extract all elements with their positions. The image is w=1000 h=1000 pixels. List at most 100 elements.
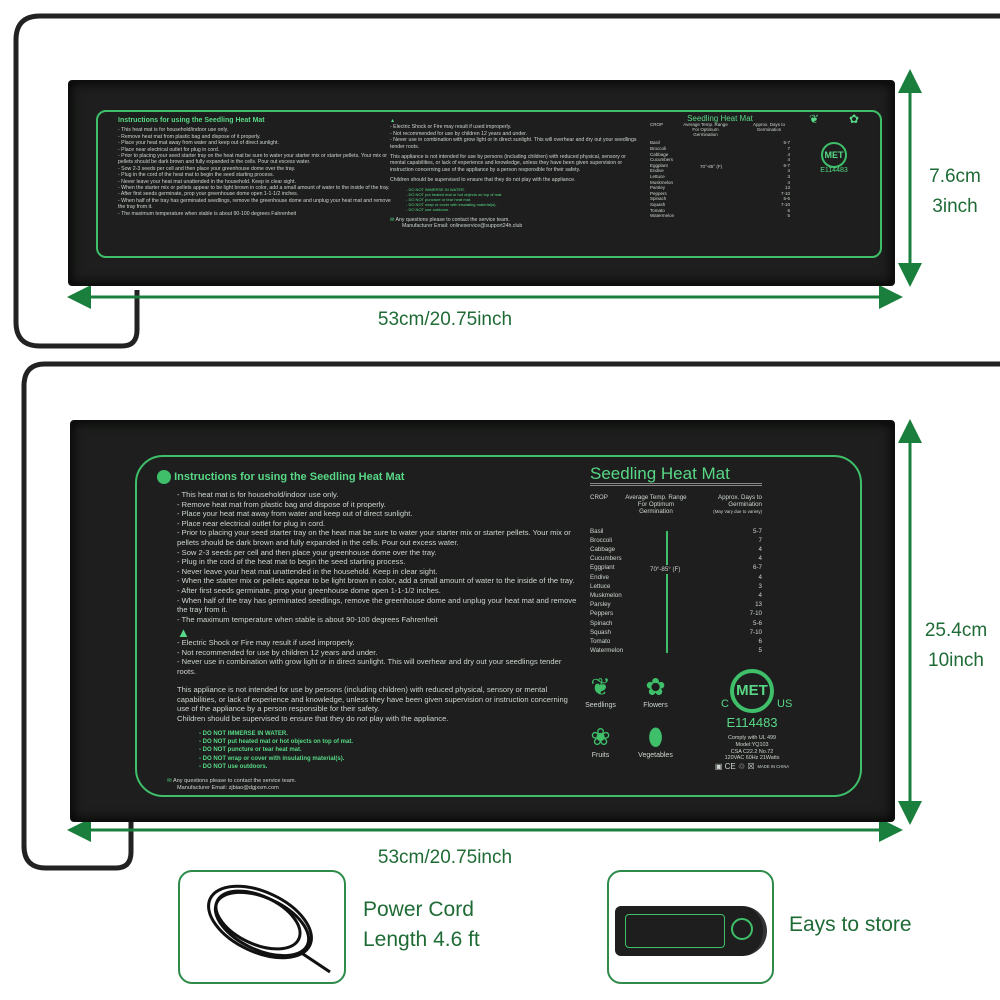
crop-name: Cabbage <box>590 546 616 553</box>
plant-icons: ❦✿ <box>794 113 874 126</box>
do-not-item: - DO NOT use outdoors. <box>199 764 268 771</box>
power-cord-label: Power Cord <box>363 898 474 921</box>
germination-table: Seedling Heat Mat CROP Average Temp. Ran… <box>590 465 762 655</box>
rolled-mat-image <box>607 870 774 984</box>
contact-text: Any questions please to contact the serv… <box>395 216 510 223</box>
crop-name: Endive <box>650 168 664 174</box>
crop-name: Muskmelon <box>590 592 622 600</box>
crop-days: 6-7 <box>783 162 790 168</box>
met-logo: MET <box>821 142 847 169</box>
crop-days: 4 <box>787 157 790 163</box>
instruction-item: - Never leave your heat mat unattended i… <box>177 566 438 576</box>
instruction-item: - Plug in the cord of the heat mat to be… <box>118 172 275 179</box>
children-notice: Children should be supervised to ensure … <box>390 177 576 184</box>
do-not-item: - DO NOT IMMERSE IN WATER. <box>406 186 466 192</box>
mail-icon: ✉ <box>390 216 395 223</box>
met-logo: MET <box>730 669 774 713</box>
large-heat-mat: Instructions for using the Seedling Heat… <box>70 420 895 822</box>
do-not-item: - DO NOT put heated mat or hot objects o… <box>406 191 503 197</box>
crop-name: Peppers <box>650 190 667 196</box>
crop-days: 5-6 <box>753 619 762 627</box>
temp-range: 70°-85° (F) <box>700 164 723 170</box>
crop-name: Cucumbers <box>590 555 622 563</box>
crop-days: 3 <box>758 582 762 590</box>
instructions-title: Instructions for using the Seedling Heat… <box>118 117 265 124</box>
temp-range-arrow <box>666 530 668 653</box>
small-mat-width-label: 53cm/20.75inch <box>377 309 513 330</box>
large-mat-panel: Instructions for using the Seedling Heat… <box>135 455 862 797</box>
vegetable-icon: ⬮ <box>647 723 664 751</box>
small-mat-panel: Instructions for using the Seedling Heat… <box>96 110 882 258</box>
instruction-item: - Remove heat mat from plastic bag and d… <box>177 499 386 509</box>
crop-days: 4 <box>758 546 762 553</box>
crop-name: Basil <box>590 527 604 535</box>
plant-icon-label: Fruits <box>591 751 610 759</box>
crop-name: Muskmelon <box>650 179 674 185</box>
header-temp: Average Temp. Range For Optimum Germinat… <box>683 122 728 138</box>
crop-row: Eggplant 6-7 <box>650 163 790 169</box>
certification-marks-icon: ▣ CE ♲ ☒ <box>714 762 755 772</box>
crop-days: 5 <box>758 647 762 655</box>
small-heat-mat: Instructions for using the Seedling Heat… <box>68 80 895 286</box>
crop-days: 13 <box>755 601 762 609</box>
header-days: Approx. Days to Germination <box>752 122 785 133</box>
seedling-icon: ❦ <box>590 674 611 701</box>
crop-days: 7-10 <box>749 628 762 636</box>
instruction-item: - After first seeds germinate, prop your… <box>118 191 299 198</box>
book-icon <box>157 470 171 484</box>
crop-name: Parsley <box>650 185 666 191</box>
manufacturer-email: Manufacturer Email: onlineservice@suppor… <box>402 223 523 230</box>
do-not-item: - DO NOT wrap or cover with insulating m… <box>406 201 497 207</box>
cert-line: 120VAC 60Hz 21Watts <box>724 755 780 762</box>
instruction-item: - Sow 2-3 seeds per cell and then place … <box>177 547 437 557</box>
crop-name: Peppers <box>590 610 614 618</box>
small-cert-block: ❦✿ MET E114483 <box>794 113 874 175</box>
crop-days: 4 <box>758 555 762 563</box>
large-mat-width-label: 53cm/20.75inch <box>377 847 513 868</box>
contact-text: Any questions please to contact the serv… <box>172 777 297 784</box>
cert-us: US <box>777 698 793 710</box>
plant-icons: ❦Seedlings✿Flowers❀Fruits⬮Vegetables <box>573 675 683 760</box>
small-instructions: Instructions for using the Seedling Heat… <box>118 117 393 217</box>
crop-days: 4 <box>758 573 762 581</box>
power-cord-length: Length 4.6 ft <box>363 928 480 951</box>
crop-name: Eggplant <box>650 162 668 168</box>
instruction-item: - When half of the tray has germinated s… <box>177 595 577 615</box>
cert-number: E114483 <box>726 715 778 730</box>
instruction-item: - Prior to placing your seed starter tra… <box>177 528 571 547</box>
instruction-item: - Prior to placing your seed starter tra… <box>118 153 387 166</box>
crop-name: Eggplant <box>590 564 615 572</box>
crop-name: Basil <box>650 140 660 146</box>
crop-name: Broccoli <box>590 536 613 544</box>
header-days: Approx. Days to Germination <box>717 493 762 508</box>
crop-name: Lettuce <box>590 582 611 590</box>
small-warnings: ▲ - Electric Shock or Fire may result if… <box>390 118 640 229</box>
crop-name: Watermelon <box>650 213 675 219</box>
instruction-item: - Place near electrical outlet for plug … <box>177 518 326 528</box>
crop-days: 5-7 <box>783 140 790 146</box>
crop-name: Tomato <box>650 207 665 213</box>
warning-item: - Never use in combination with grow lig… <box>177 657 562 676</box>
do-not-item: - DO NOT puncture or tear heat mat. <box>199 747 302 754</box>
crop-row: Basil 5-7 <box>650 140 790 146</box>
do-not-item: - DO NOT wrap or cover with insulating m… <box>199 755 345 762</box>
crop-name: Spinach <box>590 619 613 627</box>
instruction-item: - When the starter mix or pellets appear… <box>177 576 575 586</box>
manufacturer-email: Manufacturer Email: zjbiao@dgjxsm.com <box>177 784 279 791</box>
plant-icon-item: ❦Seedlings <box>573 675 628 711</box>
plant-icon-item: ✿Flowers <box>628 675 683 711</box>
appliance-notice: This appliance is not intended for use b… <box>177 685 568 714</box>
cert-c: C <box>721 698 729 710</box>
cert-line: Model:YQ103 <box>735 741 769 748</box>
